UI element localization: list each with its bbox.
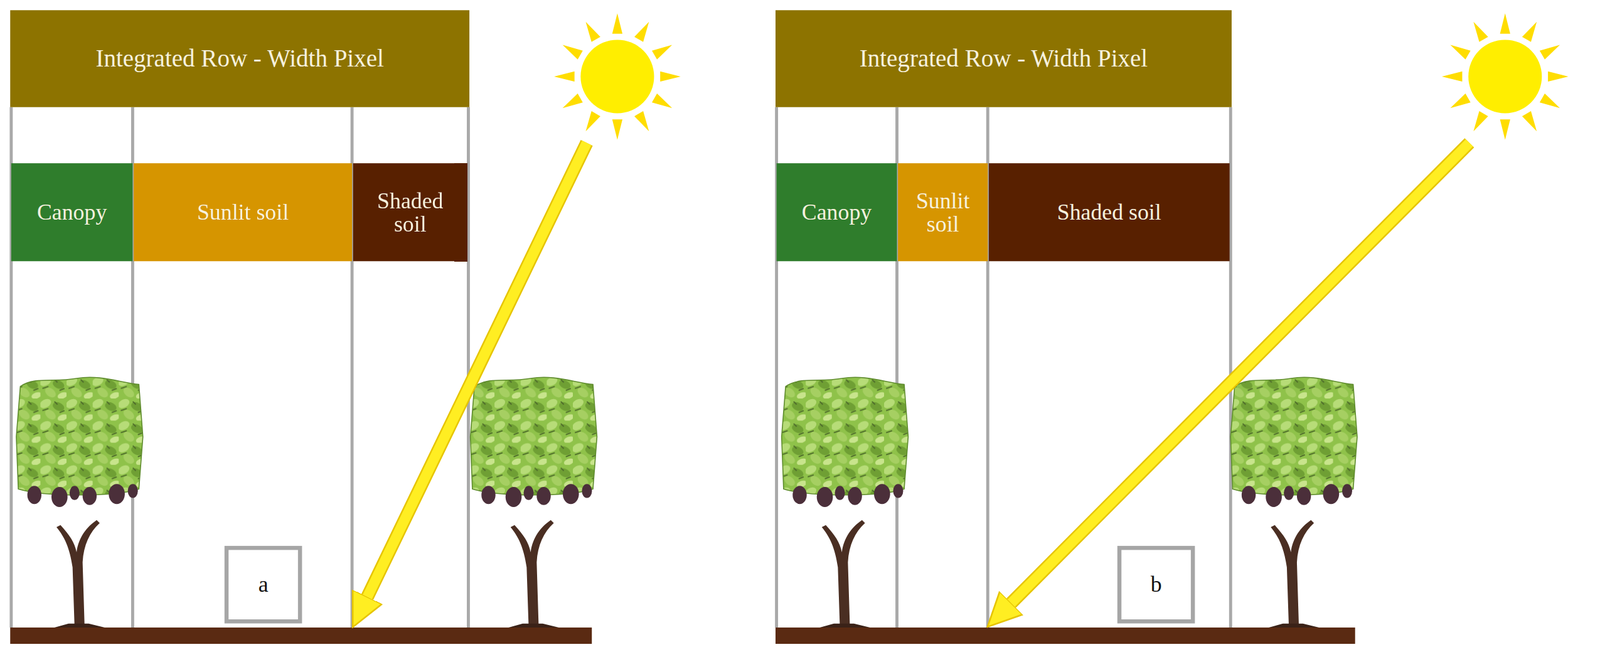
vine-tree xyxy=(1230,377,1358,628)
pixel-band: Integrated Row - Width Pixel xyxy=(10,10,470,107)
node-text: b xyxy=(1150,572,1163,597)
ground-bar xyxy=(10,627,592,644)
node-text: Integrated Row - Width Pixel xyxy=(95,45,384,72)
canopy-box: Canopy xyxy=(776,163,898,262)
node-text: Canopy xyxy=(37,200,107,224)
sun-symbol xyxy=(1441,13,1569,140)
sun-ray-arrow xyxy=(1011,143,1470,603)
node-text: a xyxy=(258,572,269,597)
shaded-soil-box: Shaded soil xyxy=(988,163,1230,262)
panel-label: b xyxy=(1117,545,1196,624)
node-text: Canopy xyxy=(801,200,872,224)
vine-tree xyxy=(16,377,144,628)
node-text: Shaded soil xyxy=(358,188,462,236)
sunlit-soil-box: Sunlit soil xyxy=(897,163,988,262)
pixel-dividers xyxy=(11,107,1231,628)
vine-tree xyxy=(470,377,598,628)
ground-bar xyxy=(775,627,1356,644)
node-text: Sunlit soil xyxy=(197,200,289,224)
sunlit-soil-box: Sunlit soil xyxy=(133,163,352,262)
panel-label: a xyxy=(224,545,303,624)
sun-ray-outline xyxy=(1011,143,1470,603)
node-text: Integrated Row - Width Pixel xyxy=(859,45,1149,72)
sun-symbol xyxy=(554,13,681,140)
shaded-soil-box: Shaded soil xyxy=(353,163,468,262)
node-text: Sunlit soil xyxy=(902,188,984,236)
node-text: Shaded soil xyxy=(1057,200,1162,224)
pixel-band: Integrated Row - Width Pixel xyxy=(775,10,1232,107)
canopy-box: Canopy xyxy=(11,163,134,262)
vine-tree xyxy=(781,377,909,628)
